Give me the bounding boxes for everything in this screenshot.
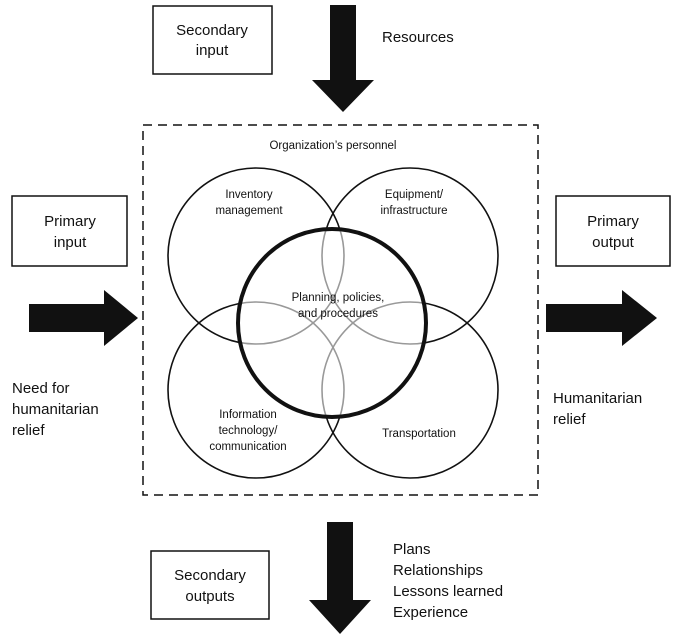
primary-output-arrow bbox=[546, 290, 657, 346]
resources-label: Resources bbox=[382, 29, 454, 46]
secondary-outputs-arrow bbox=[309, 522, 371, 634]
inventory-line1: Inventory bbox=[225, 189, 273, 201]
output-item-experience: Experience bbox=[393, 604, 468, 621]
relief-line2: relief bbox=[553, 411, 586, 428]
planning-line1: Planning, policies, bbox=[292, 292, 385, 304]
planning-line2: and procedures bbox=[298, 308, 378, 320]
primary-input-line2: input bbox=[54, 234, 87, 251]
secondary-input-box: Secondary input bbox=[152, 5, 273, 75]
output-item-relationships: Relationships bbox=[393, 562, 483, 579]
output-item-lessons-learned: Lessons learned bbox=[393, 583, 503, 600]
resources-arrow bbox=[312, 5, 374, 112]
secondary-outputs-box: Secondary outputs bbox=[150, 550, 270, 620]
primary-input-line1: Primary bbox=[44, 213, 96, 230]
primary-input-arrow bbox=[29, 290, 138, 346]
circle-planning bbox=[236, 227, 428, 419]
info-tech-line3: communication bbox=[209, 441, 286, 453]
transportation-line1: Transportation bbox=[382, 428, 456, 440]
secondary-outputs-line1: Secondary bbox=[174, 567, 246, 584]
secondary-input-line1: Secondary bbox=[176, 22, 248, 39]
organization-label: Organization’s personnel bbox=[269, 140, 396, 152]
secondary-outputs-line2: outputs bbox=[185, 588, 234, 605]
need-line3: relief bbox=[12, 422, 45, 439]
output-item-plans: Plans bbox=[393, 541, 431, 558]
info-tech-line1: Information bbox=[219, 409, 277, 421]
organization-boundary bbox=[142, 124, 539, 496]
info-tech-line2: technology/ bbox=[219, 425, 279, 437]
primary-output-line1: Primary bbox=[587, 213, 639, 230]
primary-input-box: Primary input bbox=[11, 195, 128, 267]
need-line2: humanitarian bbox=[12, 401, 99, 418]
equipment-line1: Equipment/ bbox=[385, 189, 444, 201]
equipment-line2: infrastructure bbox=[380, 205, 447, 217]
primary-output-box: Primary output bbox=[555, 195, 671, 267]
relief-line1: Humanitarian bbox=[553, 390, 642, 407]
need-line1: Need for bbox=[12, 380, 70, 397]
primary-output-line2: output bbox=[592, 234, 635, 251]
inventory-line2: management bbox=[215, 205, 283, 217]
secondary-input-line2: input bbox=[196, 42, 229, 59]
center-overlap-arcs bbox=[238, 229, 426, 417]
